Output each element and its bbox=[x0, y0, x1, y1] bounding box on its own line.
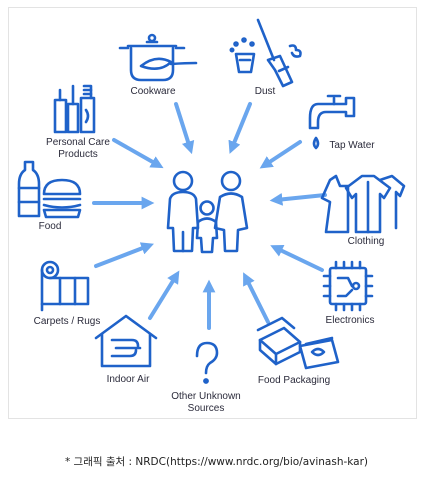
cookware-label: Cookware bbox=[130, 86, 176, 97]
dust-label: Dust bbox=[254, 86, 276, 97]
arrow-dust bbox=[228, 102, 252, 154]
clothing-icon bbox=[320, 174, 406, 234]
arrow-food-packaging bbox=[243, 272, 270, 324]
caption-prefix: * 그래픽 출처 : NRDC( bbox=[64, 456, 171, 468]
family-icon bbox=[166, 170, 249, 254]
indoor-air-house-icon bbox=[94, 314, 158, 368]
dust-broom-icon bbox=[229, 18, 302, 88]
tap-water-faucet-icon bbox=[308, 94, 356, 150]
arrow-cookware bbox=[174, 102, 195, 155]
carpet-rug-icon bbox=[40, 260, 90, 312]
arrow-carpets bbox=[94, 242, 154, 268]
arrow-personal-care bbox=[112, 138, 164, 169]
electronics-chip-icon bbox=[322, 260, 374, 312]
food-label: Food bbox=[38, 221, 62, 232]
arrow-electronics bbox=[270, 244, 324, 272]
unknown-label: Other Unknown Sources bbox=[171, 391, 241, 414]
arrow-tap-water bbox=[259, 140, 302, 169]
source-link[interactable]: https://www.nrdc.org/bio/avinash-kar bbox=[170, 456, 364, 468]
food-packaging-label: Food Packaging bbox=[257, 375, 331, 386]
question-mark-icon bbox=[195, 341, 219, 384]
carpets-label: Carpets / Rugs bbox=[33, 316, 101, 327]
tap-water-label: Tap Water bbox=[329, 140, 375, 151]
arrow-clothing bbox=[269, 192, 327, 206]
clothing-label: Clothing bbox=[347, 236, 385, 247]
electronics-label: Electronics bbox=[325, 315, 375, 326]
food-packaging-icon bbox=[256, 316, 340, 370]
personal-care-products-icon bbox=[53, 84, 96, 134]
arrow-indoor-air bbox=[148, 270, 180, 320]
source-caption: * 그래픽 출처 : NRDC(https://www.nrdc.org/bio… bbox=[0, 454, 433, 469]
cookware-pot-icon bbox=[118, 33, 198, 82]
caption-suffix: ) bbox=[363, 456, 369, 468]
food-bottle-burger-icon bbox=[17, 160, 82, 219]
personal-care-label: Personal Care Products bbox=[46, 137, 110, 160]
indoor-air-label: Indoor Air bbox=[106, 374, 150, 385]
